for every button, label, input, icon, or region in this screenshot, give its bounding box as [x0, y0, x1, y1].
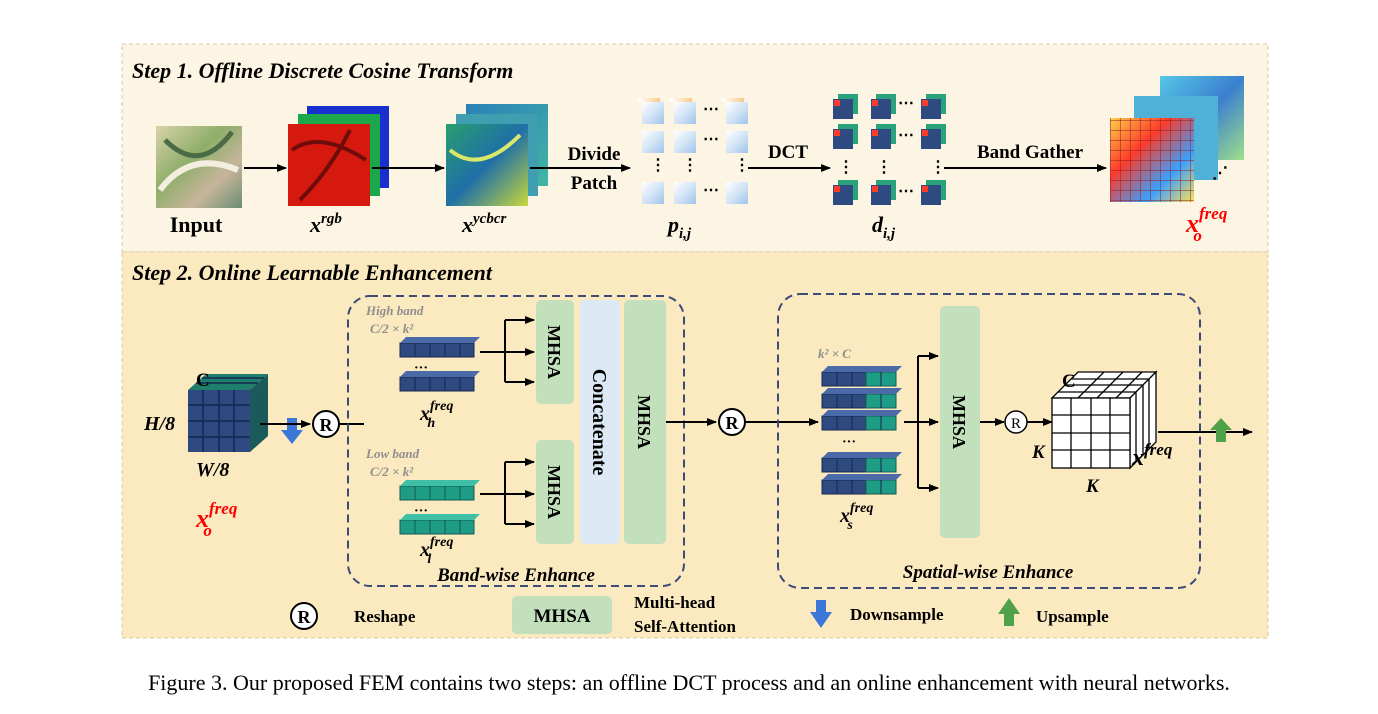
legend-downsample-label: Downsample	[850, 605, 944, 624]
spatial-wise-label: Spatial-wise Enhance	[903, 562, 1074, 583]
svg-text:⋯: ⋯	[703, 182, 719, 199]
legend-reshape-label: Reshape	[354, 607, 416, 626]
svg-text:⋯: ⋯	[898, 95, 914, 112]
legend-mhsa-box	[512, 596, 612, 634]
cube-w-label: W/8	[196, 459, 229, 481]
spatial-wise-box	[777, 293, 1201, 589]
high-band-arrows	[480, 316, 535, 386]
out-k2-label: K	[1085, 476, 1100, 497]
p-ij-label: pi,j	[666, 212, 692, 242]
svg-text:⋮: ⋮	[838, 159, 854, 176]
svg-text:⋮: ⋮	[930, 159, 946, 176]
reshape-symbol-2-text: R	[726, 413, 740, 433]
legend-mhsa-text: MHSA	[534, 606, 591, 627]
legend-downsample-arrow	[810, 600, 832, 628]
divide-label: Divide	[568, 144, 621, 165]
dct-label: DCT	[768, 142, 808, 163]
k2c-label: k² × C	[818, 346, 851, 361]
input-cube	[188, 374, 268, 452]
cube-h-label: H/8	[143, 413, 175, 435]
low-band-arrows	[480, 458, 535, 528]
high-dims-label: C/2 × k²	[370, 321, 414, 336]
reshape-symbol-3-text: R	[1011, 416, 1021, 432]
mhsa-block-low	[536, 440, 574, 544]
downsample-arrow	[281, 418, 303, 444]
rgb-stack	[288, 106, 389, 206]
svg-text:⋯: ⋯	[898, 127, 914, 144]
band-wise-box	[347, 295, 685, 587]
svg-text:⋯: ⋯	[898, 183, 914, 200]
mhsa-block-high-label: MHSA	[544, 325, 564, 379]
patch-grid: ⋯ ⋯ ⋯ ⋮ ⋮ ⋮	[638, 98, 750, 204]
mhsa-block-low-label: MHSA	[544, 465, 564, 519]
x-ycbcr-label: xycbcr	[461, 211, 506, 237]
svg-text:⋯: ⋯	[703, 101, 719, 118]
d-ij-label: di,j	[872, 212, 896, 242]
svg-text:⋯: ⋯	[703, 131, 719, 148]
input-label: Input	[170, 212, 223, 237]
legend-reshape-symbol-text: R	[298, 607, 312, 627]
mhsa-block-spatial	[940, 306, 980, 538]
x-freq-out-label: xfreq	[1131, 440, 1173, 471]
svg-text:⋰: ⋰	[1212, 165, 1228, 182]
mhsa-block-fuse-label: MHSA	[634, 395, 654, 449]
reshape-symbol-1-text: R	[320, 415, 334, 435]
svg-text:···: ···	[842, 435, 856, 450]
output-cube	[1050, 370, 1158, 470]
mhsa-block-fuse	[624, 300, 666, 544]
step2-title: Step 2. Online Learnable Enhancement	[132, 260, 493, 285]
ycbcr-stack	[446, 104, 548, 206]
cube-c-label: C	[196, 370, 210, 391]
input-image	[156, 126, 242, 208]
freq-stack: ⋰	[1110, 76, 1244, 202]
mhsa-block-high	[536, 300, 574, 404]
svg-text:⋮: ⋮	[734, 157, 750, 174]
concatenate-block	[580, 300, 620, 544]
spatial-vectors: ···	[821, 366, 902, 495]
upsample-arrow	[1210, 418, 1232, 442]
figure-caption: Figure 3. Our proposed FEM contains two …	[148, 670, 1230, 695]
legend-mhsa-desc1: Multi-head	[634, 593, 716, 612]
legend-mhsa-desc2: Self-Attention	[634, 617, 737, 636]
mhsa-block-spatial-label: MHSA	[949, 395, 969, 449]
legend-upsample-arrow	[998, 598, 1020, 626]
out-c-label: C	[1062, 371, 1076, 392]
concatenate-label: Concatenate	[588, 369, 610, 476]
svg-text:⋮: ⋮	[650, 157, 666, 174]
svg-text:⋮: ⋮	[682, 157, 698, 174]
low-band-vectors: ···	[399, 480, 480, 535]
dct-blocks: ⋯ ⋯ ⋯ ⋮ ⋮ ⋮	[833, 94, 946, 205]
x-rgb-label: xrgb	[309, 211, 342, 237]
spatial-arrows	[904, 352, 939, 492]
low-dims-label: C/2 × k²	[370, 464, 414, 479]
svg-text:⋮: ⋮	[876, 159, 892, 176]
legend-upsample-label: Upsample	[1036, 607, 1109, 626]
out-k1-label: K	[1031, 442, 1046, 463]
patch-label: Patch	[571, 173, 618, 194]
high-band-vectors: ···	[399, 337, 480, 392]
band-gather-label: Band Gather	[977, 142, 1084, 163]
step1-title: Step 1. Offline Discrete Cosine Transfor…	[132, 58, 513, 83]
low-band-label: Low band	[365, 446, 420, 461]
high-band-label: High band	[365, 303, 424, 318]
legend-reshape-symbol	[290, 602, 318, 630]
band-wise-label: Band-wise Enhance	[436, 565, 595, 586]
fem-diagram: Step 1. Offline Discrete Cosine Transfor…	[121, 43, 1269, 639]
